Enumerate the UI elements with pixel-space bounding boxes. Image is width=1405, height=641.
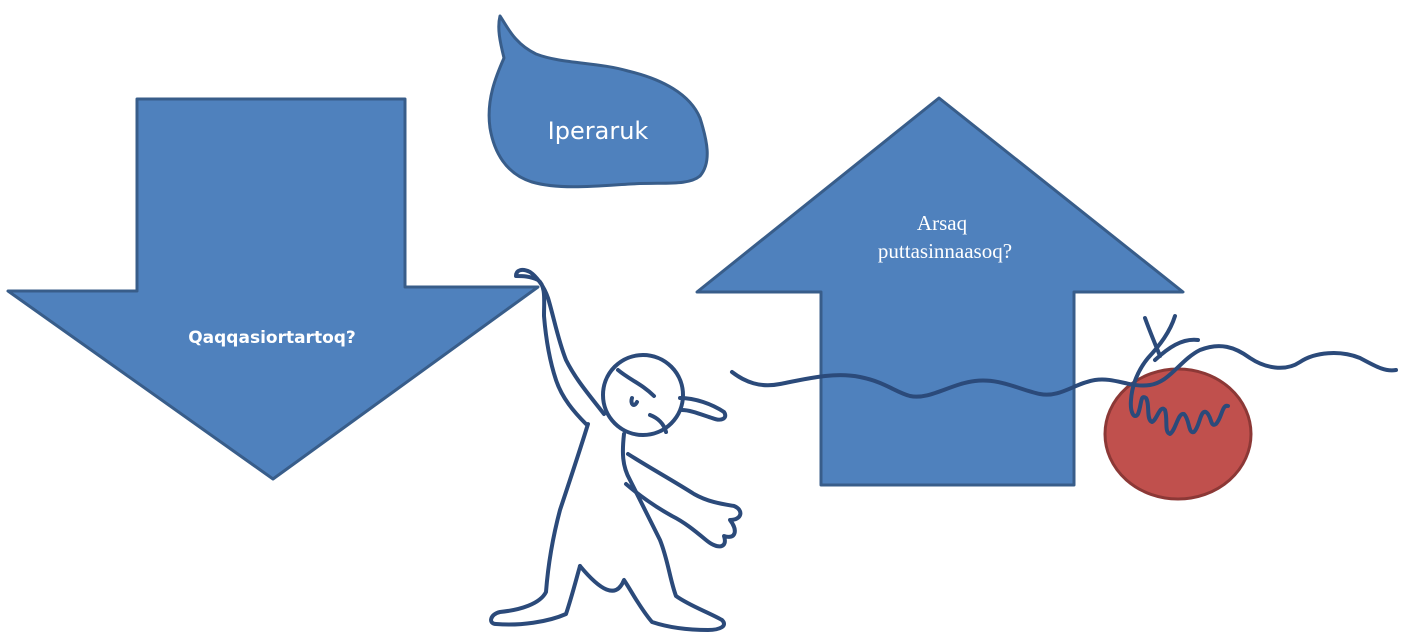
stick-figure-body-right — [578, 432, 726, 632]
water-line — [730, 344, 1398, 399]
up-arrow-label-line2: puttasinnaasoq? — [878, 239, 1012, 263]
up-arrow-label-line1: Arsaq — [917, 211, 968, 235]
speech-bubble-shape — [487, 14, 709, 189]
ball-squiggle — [1128, 314, 1230, 436]
ball-squiggle-top — [1143, 316, 1200, 362]
stick-figure-face — [616, 368, 668, 434]
stick-figure-raised-arm — [514, 267, 606, 426]
stick-figure-lowered-arm — [624, 452, 743, 549]
down-arrow: Qaqqasiortartoq? — [6, 97, 540, 481]
down-arrow-label: Qaqqasiortartoq? — [188, 328, 356, 348]
stick-figure — [489, 267, 743, 632]
stick-figure-body-left — [489, 422, 590, 627]
down-arrow-shape — [6, 97, 540, 481]
stick-figure-hair — [678, 396, 728, 422]
speech-bubble: Iperaruk — [487, 14, 709, 189]
speech-bubble-label: Iperaruk — [548, 117, 649, 145]
up-arrow: Arsaq puttasinnaasoq? — [695, 96, 1185, 487]
red-ball — [1103, 367, 1253, 501]
up-arrow-shape — [695, 96, 1185, 487]
stick-figure-head — [601, 353, 685, 437]
